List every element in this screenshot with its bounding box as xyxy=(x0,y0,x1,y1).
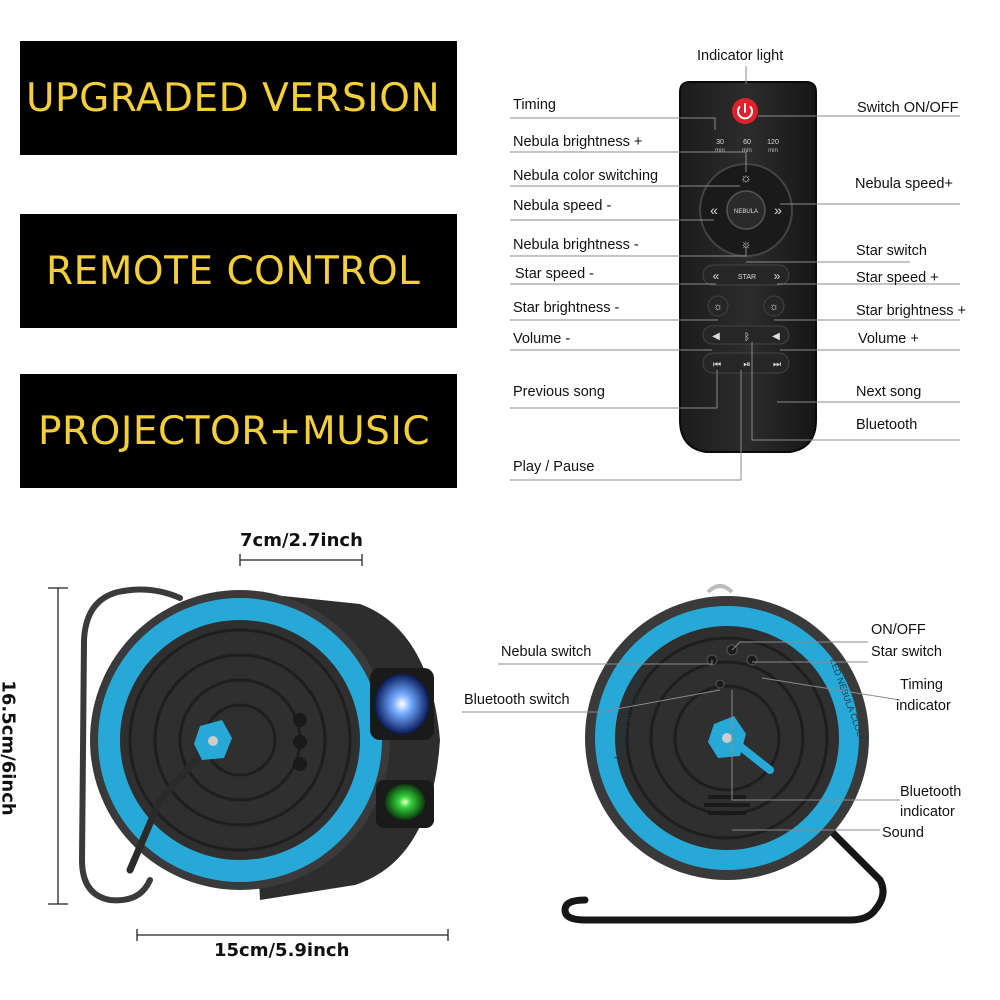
dimension-width-bottom: 15cm/5.9inch xyxy=(214,940,350,961)
nebula-color-sun-icon[interactable]: ☼ xyxy=(740,170,752,185)
label-play-pause: Play / Pause xyxy=(513,459,595,475)
star-speed-up-icon[interactable]: » xyxy=(774,269,781,283)
label-bluetooth-switch: Bluetooth switch xyxy=(464,692,570,708)
label-star-brightness-plus: Star brightness + xyxy=(856,303,967,319)
star-rocker[interactable] xyxy=(702,264,790,286)
label-switch-on-off: Switch ON/OFF xyxy=(857,100,959,116)
label-bluetooth-indicator-1: Bluetooth xyxy=(900,784,962,800)
remote-control: 30 60 120 min min min NEBULA ☼ ☼ « » « S… xyxy=(679,81,817,453)
star-laser-lens xyxy=(385,784,425,820)
label-star-speed-plus: Star speed + xyxy=(856,270,939,286)
label-star-brightness-minus: Star brightness - xyxy=(513,300,620,316)
media-rocker[interactable] xyxy=(702,352,790,374)
volume-rocker[interactable] xyxy=(702,325,790,345)
dimension-lines xyxy=(48,554,449,941)
timer-30-label[interactable]: 30 xyxy=(716,139,724,146)
label-next-song: Next song xyxy=(856,384,922,400)
nebula-speed-down-icon[interactable]: « xyxy=(710,202,718,218)
label-device-star-switch: Star switch xyxy=(871,644,942,660)
label-nebula-speed-minus: Nebula speed - xyxy=(513,198,612,214)
star-switch-button[interactable] xyxy=(746,654,758,666)
label-indicator-light: Indicator light xyxy=(697,48,784,64)
banner-remote-text: REMOTE CONTROL xyxy=(46,248,421,294)
previous-song-icon[interactable]: ⏮ xyxy=(713,359,721,369)
label-volume-minus: Volume - xyxy=(513,331,571,347)
star-button-label[interactable]: STAR xyxy=(738,274,756,281)
nebula-speed-up-icon[interactable]: » xyxy=(774,202,782,218)
star-brightness-down-icon: ☼ xyxy=(713,301,723,313)
dimension-width-top: 7cm/2.7inch xyxy=(240,530,363,551)
star-speed-down-icon[interactable]: « xyxy=(713,269,720,283)
projector-front-view: LASER PROJECTOR LED NEBULA CLOUD xyxy=(561,584,887,924)
label-timing-indicator-1: Timing xyxy=(900,677,943,693)
label-star-speed-minus: Star speed - xyxy=(515,266,594,282)
projector-side-view xyxy=(78,586,440,904)
banner-upgraded-text: UPGRADED VERSION xyxy=(26,75,441,121)
label-timing-indicator-2: indicator xyxy=(896,698,951,714)
dimension-height-text: 16.5cm/6inch xyxy=(0,680,19,816)
timer-30-unit: min xyxy=(715,148,725,154)
label-nebula-speed-plus: Nebula speed+ xyxy=(855,176,953,192)
nebula-button[interactable] xyxy=(726,190,766,230)
label-volume-plus: Volume + xyxy=(858,331,919,347)
banner-upgraded-version: UPGRADED VERSION xyxy=(20,41,457,155)
nebula-button-label: NEBULA xyxy=(734,209,758,215)
banner-remote-control: REMOTE CONTROL xyxy=(20,214,457,328)
label-nebula-brightness-plus: Nebula brightness + xyxy=(513,134,643,150)
play-pause-icon[interactable]: ⏯ xyxy=(743,359,750,369)
bluetooth-switch-button[interactable] xyxy=(715,679,725,689)
speaker-grille xyxy=(704,795,750,815)
bluetooth-icon[interactable]: ᛒ xyxy=(744,332,750,343)
label-previous-song: Previous song xyxy=(513,384,605,400)
device-leader-lines xyxy=(462,641,901,831)
star-brightness-down-button[interactable] xyxy=(707,295,729,317)
label-nebula-color-switching: Nebula color switching xyxy=(513,168,659,184)
star-brightness-up-button[interactable] xyxy=(763,295,785,317)
label-bluetooth: Bluetooth xyxy=(856,417,918,433)
label-sound: Sound xyxy=(882,825,924,841)
label-timing: Timing xyxy=(513,97,556,113)
timer-120-unit: min xyxy=(768,148,778,154)
label-star-switch: Star switch xyxy=(856,243,927,259)
label-on-off: ON/OFF xyxy=(871,622,926,638)
nebula-lens xyxy=(375,674,429,734)
label-bluetooth-indicator-2: indicator xyxy=(900,804,955,820)
volume-down-icon[interactable]: ◀ xyxy=(712,331,720,342)
volume-up-icon[interactable]: ◀ xyxy=(772,331,780,342)
banner-projector-music: PROJECTOR+MUSIC xyxy=(20,374,457,488)
label-nebula-brightness-minus: Nebula brightness - xyxy=(513,237,639,253)
power-icon xyxy=(737,103,753,120)
remote-leader-lines xyxy=(510,66,960,481)
timer-120-label[interactable]: 120 xyxy=(767,139,779,146)
timer-60-unit: min xyxy=(742,148,752,154)
next-song-icon[interactable]: ⏭ xyxy=(773,359,781,369)
banner-projector-text: PROJECTOR+MUSIC xyxy=(38,408,431,454)
label-nebula-switch: Nebula switch xyxy=(501,644,592,660)
timer-60-label[interactable]: 60 xyxy=(743,139,751,146)
star-brightness-up-icon: ☼ xyxy=(769,301,779,313)
